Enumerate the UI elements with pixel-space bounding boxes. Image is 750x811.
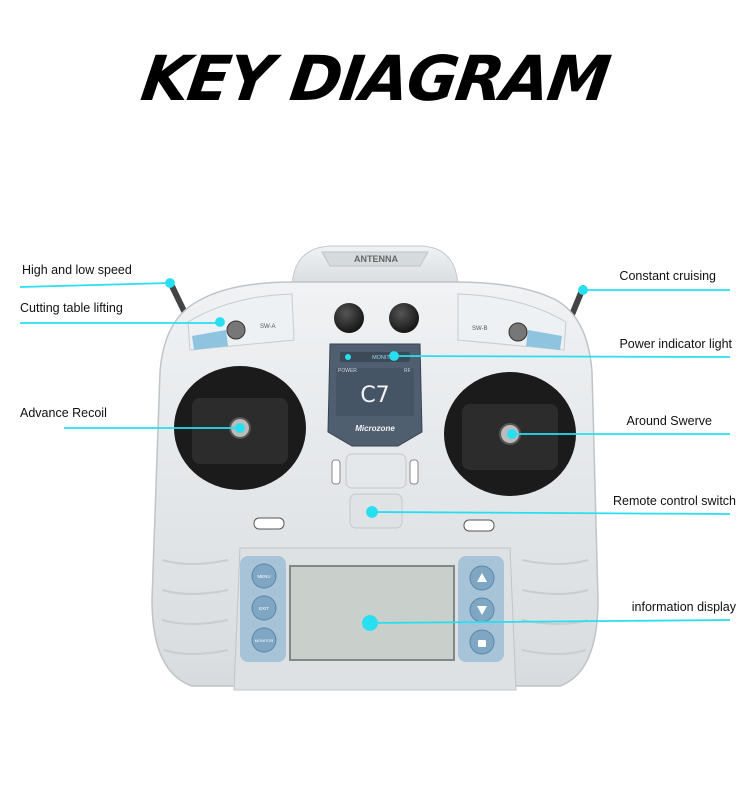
monitor-button-label: MONITOR xyxy=(255,638,274,643)
switch-b-panel xyxy=(457,293,567,351)
label-cutting-table: Cutting table lifting xyxy=(20,301,123,315)
lcd-screen xyxy=(289,565,455,661)
antenna-label: ANTENNA xyxy=(354,254,398,264)
power-label: POWER xyxy=(338,368,357,374)
antenna-housing xyxy=(291,245,459,287)
callout-dot-display xyxy=(362,615,378,631)
callout-dot-advance xyxy=(235,423,245,433)
callout-line-display xyxy=(369,619,731,624)
switch-b-label: SW-B xyxy=(472,326,488,332)
callout-dot-power xyxy=(389,351,399,361)
right-trim-slider xyxy=(463,519,495,532)
left-top-knob xyxy=(334,303,364,333)
lock-icon xyxy=(478,640,486,647)
right-top-knob xyxy=(389,303,419,333)
callout-line-high-low xyxy=(19,282,171,288)
callout-dot-remote xyxy=(366,506,378,518)
model-label: C7 xyxy=(360,383,389,408)
callout-dot-swerve xyxy=(507,429,517,439)
label-high-low-speed: High and low speed xyxy=(22,263,132,277)
callout-dot-cutting xyxy=(215,317,225,327)
label-constant-cruising: Constant cruising xyxy=(619,269,716,283)
callout-line-remote xyxy=(371,511,731,515)
switch-a-label: SW-A xyxy=(260,324,276,330)
label-around-swerve: Around Swerve xyxy=(626,414,712,428)
label-advance-recoil: Advance Recoil xyxy=(20,406,107,420)
switch-a-knob xyxy=(226,320,246,340)
callout-dot-high-low xyxy=(165,278,175,288)
left-trim-slider xyxy=(253,517,285,530)
left-button-column xyxy=(240,556,286,662)
label-power-indicator: Power indicator light xyxy=(619,337,732,351)
callout-dot-cruising xyxy=(578,285,588,295)
right-button-glyphs xyxy=(477,573,487,647)
arrow-down-icon xyxy=(477,606,487,615)
callout-line-power xyxy=(389,355,731,358)
center-panel xyxy=(327,343,423,447)
brand-label: Microzone xyxy=(355,424,395,433)
menu-button-label: MENU xyxy=(257,574,270,579)
rf-label: RF xyxy=(404,368,411,374)
label-remote-switch: Remote control switch xyxy=(613,494,736,508)
exit-button-label: EXIT xyxy=(259,606,269,611)
arrow-up-icon xyxy=(477,573,487,582)
switch-b-knob xyxy=(508,322,528,342)
monitor-label: MONITOR xyxy=(372,355,398,361)
label-info-display: information display xyxy=(631,600,736,614)
